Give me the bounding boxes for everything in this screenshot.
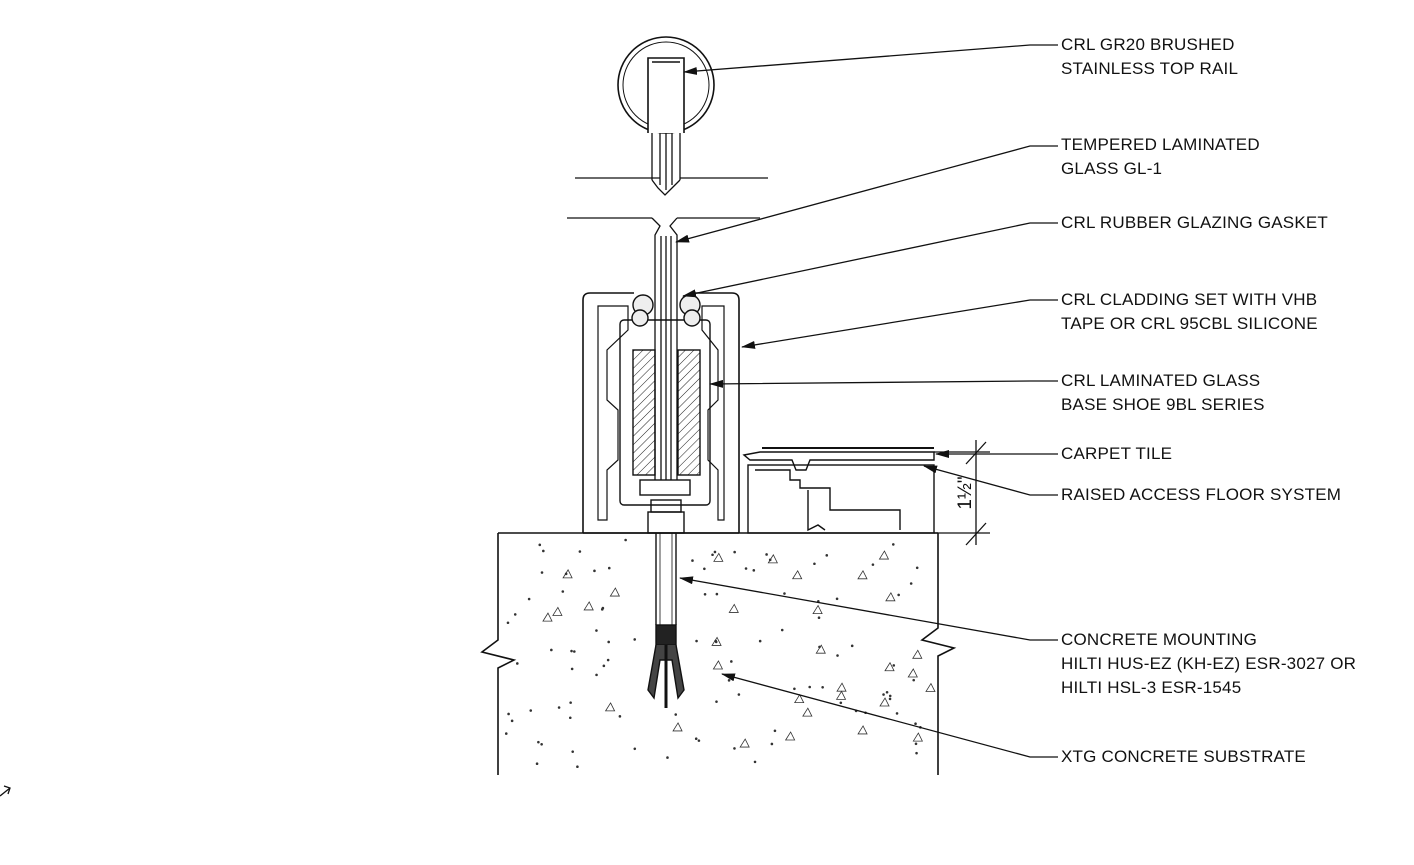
callout-access-floor-line: RAISED ACCESS FLOOR SYSTEM: [1061, 485, 1342, 504]
callout-glass-line: TEMPERED LAMINATED: [1061, 135, 1260, 154]
callout-top-rail: CRL GR20 BRUSHED STAINLESS TOP RAIL: [1061, 33, 1238, 81]
leader-access-floor: [923, 465, 1058, 496]
callout-anchor: CONCRETE MOUNTING HILTI HUS-EZ (KH-EZ) ES…: [1061, 628, 1356, 700]
callout-gasket: CRL RUBBER GLAZING GASKET: [1061, 211, 1328, 235]
callout-substrate-line: XTG CONCRETE SUBSTRATE: [1061, 747, 1306, 766]
leader-anchor: [679, 576, 1058, 641]
callout-base-shoe-line: CRL LAMINATED GLASS: [1061, 371, 1261, 390]
callout-top-rail-line: CRL GR20 BRUSHED: [1061, 35, 1235, 54]
raised-access-floor: [742, 447, 935, 534]
leader-lines: [675, 44, 1058, 758]
callout-gasket-line: CRL RUBBER GLAZING GASKET: [1061, 213, 1328, 232]
callout-carpet: CARPET TILE: [1061, 442, 1172, 466]
dimension-label: 1½": [955, 476, 976, 510]
callout-glass-line: GLASS GL-1: [1061, 159, 1163, 178]
leader-gasket: [682, 222, 1058, 298]
concrete-aggregate-speckle: [504, 538, 936, 768]
cladding-set: [582, 292, 740, 534]
top-rail: [617, 36, 715, 134]
callout-glass: TEMPERED LAMINATED GLASS GL-1: [1061, 133, 1260, 181]
callout-cladding-line: TAPE OR CRL 95CBL SILICONE: [1061, 314, 1318, 333]
callout-cladding: CRL CLADDING SET WITH VHB TAPE OR CRL 95C…: [1061, 288, 1318, 336]
leader-base-shoe: [709, 379, 1058, 388]
section-marker-arrow: [0, 785, 11, 797]
callout-carpet-line: CARPET TILE: [1061, 444, 1173, 463]
callout-access-floor: RAISED ACCESS FLOOR SYSTEM: [1061, 483, 1341, 507]
leader-cladding: [741, 299, 1058, 349]
leader-glass: [675, 145, 1058, 243]
concrete-anchor-bolt: [647, 499, 685, 708]
callout-anchor-line: HILTI HUS-EZ (KH-EZ) ESR-3027 OR: [1061, 654, 1357, 673]
callout-base-shoe-line: BASE SHOE 9BL SERIES: [1061, 395, 1265, 414]
callout-base-shoe: CRL LAMINATED GLASS BASE SHOE 9BL SERIES: [1061, 369, 1265, 417]
base-shoe: [619, 294, 711, 506]
callout-anchor-line: CONCRETE MOUNTING: [1061, 630, 1258, 649]
concrete-substrate: [480, 532, 957, 775]
leader-substrate: [721, 673, 1058, 758]
callout-cladding-line: CRL CLADDING SET WITH VHB: [1061, 290, 1318, 309]
callout-anchor-line: HILTI HSL-3 ESR-1545: [1061, 678, 1242, 697]
callout-top-rail-line: STAINLESS TOP RAIL: [1061, 59, 1239, 78]
callout-substrate: XTG CONCRETE SUBSTRATE: [1061, 745, 1306, 769]
leader-top-rail: [683, 44, 1058, 75]
